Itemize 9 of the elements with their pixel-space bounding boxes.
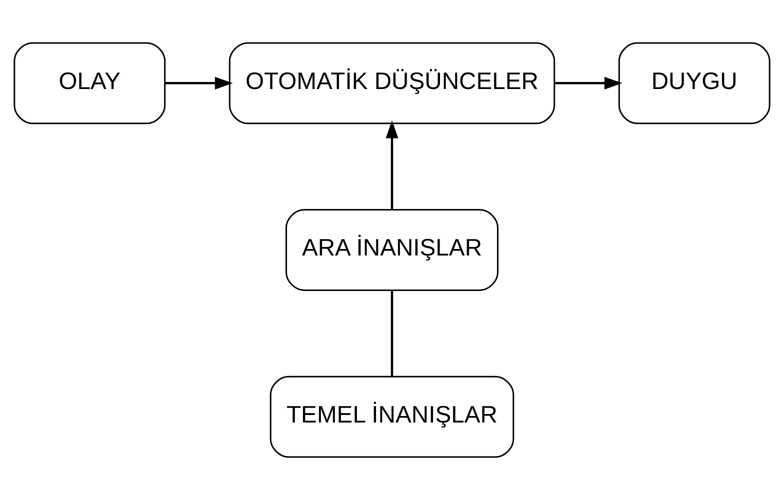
- node-box: OTOMATİK DÜŞÜNCELER: [228, 42, 556, 124]
- arrow: [554, 76, 622, 89]
- connector: [390, 290, 394, 376]
- arrow: [165, 76, 233, 89]
- node-box: OLAY: [14, 42, 166, 124]
- node-box: ARA İNANIŞLAR: [286, 208, 498, 290]
- node-box: DUYGU: [618, 42, 770, 124]
- arrow: [386, 120, 398, 210]
- node-box: TEMEL İNANIŞLAR: [270, 375, 514, 458]
